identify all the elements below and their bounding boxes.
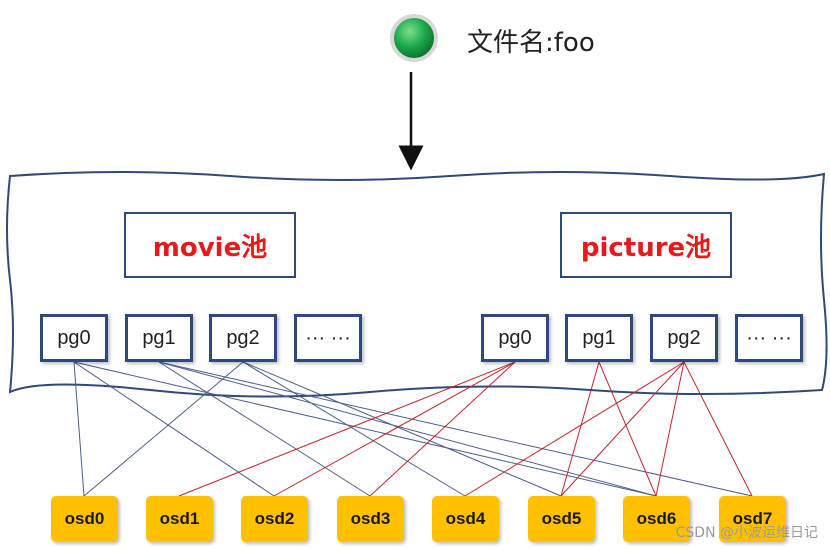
movie-pg1-to-osd6-line bbox=[158, 361, 657, 497]
file-node bbox=[390, 14, 438, 62]
movie-pg2: pg2 bbox=[209, 314, 277, 362]
osd-6: osd6 bbox=[623, 496, 690, 542]
osd-2: osd2 bbox=[241, 496, 308, 542]
picture-pg2-to-osd7-line bbox=[683, 361, 753, 497]
osd-7: osd7 bbox=[719, 496, 786, 542]
movie-pg2-to-osd4-line bbox=[242, 361, 466, 497]
osd-5: osd5 bbox=[528, 496, 595, 542]
pool-container bbox=[6, 171, 828, 398]
picture-pg0-to-osd3-line bbox=[369, 361, 516, 497]
watermark: CSDN @小波运维日记 bbox=[675, 525, 818, 541]
movie-pg1: pg1 bbox=[125, 314, 193, 362]
movie-pg2-to-osd5-line bbox=[242, 361, 562, 497]
picture-pg2: pg2 bbox=[650, 314, 718, 362]
movie-pg2-to-osd0-line bbox=[83, 361, 244, 497]
osd-1: osd1 bbox=[146, 496, 213, 542]
picture-pg2-to-osd6-line bbox=[655, 361, 685, 497]
file-name-label: 文件名:foo bbox=[467, 28, 595, 58]
picture-pg0-to-osd1-line bbox=[178, 361, 516, 497]
movie-pg0-to-osd0-line bbox=[73, 361, 85, 497]
osd-3: osd3 bbox=[337, 496, 404, 542]
movie-pg-more: ··· ··· bbox=[294, 314, 362, 362]
picture-pg-more: ··· ··· bbox=[735, 314, 803, 362]
picture-pg0: pg0 bbox=[481, 314, 549, 362]
movie-pg1-to-osd7-line bbox=[158, 361, 753, 497]
osd-4: osd4 bbox=[432, 496, 499, 542]
picture-pg1-to-osd5-line bbox=[560, 361, 600, 497]
picture-pool-label: picture池 bbox=[560, 212, 732, 278]
movie-pg0-to-osd2-line bbox=[73, 361, 275, 497]
movie-pg0-to-osd6-line bbox=[73, 361, 657, 497]
movie-pool-label: movie池 bbox=[124, 212, 296, 278]
osd-0: osd0 bbox=[51, 496, 118, 542]
mapping-lines bbox=[73, 361, 753, 497]
picture-pg1-to-osd6-line bbox=[598, 361, 657, 497]
picture-pg1: pg1 bbox=[565, 314, 633, 362]
picture-pg2-to-osd4-line bbox=[464, 361, 685, 497]
movie-pg0: pg0 bbox=[40, 314, 108, 362]
picture-pg2-to-osd5-line bbox=[560, 361, 685, 497]
picture-pg0-to-osd2-line bbox=[273, 361, 516, 497]
movie-pg1-to-osd3-line bbox=[158, 361, 371, 497]
